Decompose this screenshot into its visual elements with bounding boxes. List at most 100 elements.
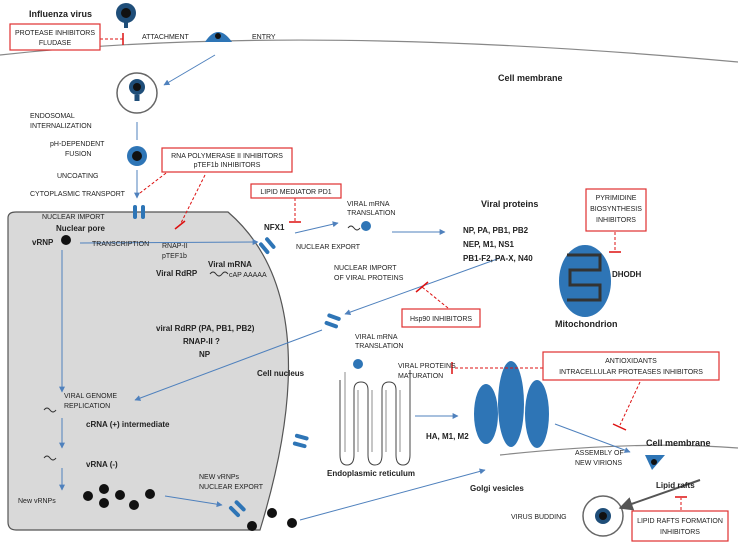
nuclear-pore-icon <box>133 205 145 219</box>
svg-text:VIRUS BUDDING: VIRUS BUDDING <box>511 514 567 521</box>
inhibitor-box-rna-polymerase: RNA POLYMERASE II INHIBITORS pTEF1b INHI… <box>161 147 293 173</box>
svg-text:TRANSLATION: TRANSLATION <box>355 343 404 350</box>
inhibitor-box-pyrimidine: PYRIMIDINE BIOSYNTHESIS INHIBITORS <box>585 188 647 232</box>
svg-text:Viral RdRP: Viral RdRP <box>156 269 198 278</box>
svg-text:Cell nucleus: Cell nucleus <box>257 369 305 378</box>
inhibitor-box-lipid-mediator: LIPID MEDIATOR PD1 <box>250 183 342 199</box>
svg-text:NEW vRNPs: NEW vRNPs <box>199 474 240 481</box>
svg-text:LIPID MEDIATOR PD1: LIPID MEDIATOR PD1 <box>260 189 331 196</box>
svg-text:Nuclear pore: Nuclear pore <box>56 224 105 233</box>
svg-text:OF VIRAL PROTEINS: OF VIRAL PROTEINS <box>334 275 404 282</box>
svg-text:HA, M1, M2: HA, M1, M2 <box>426 432 469 441</box>
svg-text:vRNA (-): vRNA (-) <box>86 460 118 469</box>
nuclear-pore-icon <box>292 433 309 449</box>
nuclear-pore-icon <box>324 313 341 329</box>
svg-text:NUCLEAR EXPORT: NUCLEAR EXPORT <box>199 484 264 491</box>
svg-text:INHIBITORS: INHIBITORS <box>596 217 636 224</box>
svg-text:FLUDASE: FLUDASE <box>39 40 72 47</box>
svg-text:Endoplasmic reticulum: Endoplasmic reticulum <box>327 469 415 478</box>
svg-text:LIPID RAFTS FORMATION: LIPID RAFTS FORMATION <box>637 518 723 525</box>
endoplasmic-reticulum <box>339 370 411 466</box>
budding-arrow <box>618 479 701 511</box>
svg-text:pTEF1b INHIBITORS: pTEF1b INHIBITORS <box>194 162 261 169</box>
svg-text:NUCLEAR IMPORT: NUCLEAR IMPORT <box>42 214 105 221</box>
svg-text:RNAP-II: RNAP-II <box>162 243 188 250</box>
svg-text:INTRACELLULAR PROTEASES INHIBI: INTRACELLULAR PROTEASES INHIBITORS <box>559 369 703 376</box>
svg-text:INHIBITORS: INHIBITORS <box>660 529 700 536</box>
svg-text:PYRIMIDINE: PYRIMIDINE <box>596 195 637 202</box>
svg-text:vRNP: vRNP <box>32 238 54 247</box>
crna-squiggle <box>43 407 57 413</box>
svg-text:Mitochondrion: Mitochondrion <box>555 319 618 329</box>
svg-text:viral RdRP (PA, PB1, PB2): viral RdRP (PA, PB1, PB2) <box>156 324 255 333</box>
svg-text:UNCOATING: UNCOATING <box>57 173 98 180</box>
svg-text:VIRAL mRNA: VIRAL mRNA <box>347 201 390 208</box>
inhibition-lines <box>100 33 687 510</box>
svg-text:Cell membrane: Cell membrane <box>498 73 563 83</box>
svg-text:New vRNPs: New vRNPs <box>18 498 56 505</box>
svg-text:NFX1: NFX1 <box>264 223 285 232</box>
svg-text:ENDOSOMAL: ENDOSOMAL <box>30 113 75 120</box>
influenza-virus-label: Influenza virus <box>29 9 92 19</box>
nuclear-pore-icon <box>258 237 276 255</box>
svg-text:NP, PA, PB1, PB2: NP, PA, PB1, PB2 <box>463 226 529 235</box>
influenza-virion-icon <box>116 3 136 28</box>
inhibitor-box-protease: PROTEASE INHIBITORS FLUDASE <box>9 23 101 51</box>
golgi-vesicle-3 <box>525 380 549 448</box>
golgi-vesicle-2 <box>498 361 524 447</box>
svg-text:ATTACHMENT: ATTACHMENT <box>142 34 190 41</box>
svg-text:CYTOPLASMIC TRANSPORT: CYTOPLASMIC TRANSPORT <box>30 191 126 198</box>
svg-text:cAP AAAAA: cAP AAAAA <box>229 272 267 279</box>
diagram-labels: Influenza virus ATTACHMENT ENTRY Cell me… <box>18 9 711 521</box>
svg-text:RNAP-II ?: RNAP-II ? <box>183 337 220 346</box>
svg-text:DHODH: DHODH <box>612 270 642 279</box>
svg-text:PB1-F2, PA-X, N40: PB1-F2, PA-X, N40 <box>463 254 533 263</box>
svg-text:PROTEASE INHIBITORS: PROTEASE INHIBITORS <box>15 30 95 37</box>
svg-text:Viral mRNA: Viral mRNA <box>208 260 252 269</box>
svg-text:VIRAL PROTEINS: VIRAL PROTEINS <box>398 363 456 370</box>
svg-text:RNA POLYMERASE II INHIBITORS: RNA POLYMERASE II INHIBITORS <box>171 153 283 160</box>
svg-text:NUCLEAR EXPORT: NUCLEAR EXPORT <box>296 244 361 251</box>
svg-text:Golgi vesicles: Golgi vesicles <box>470 484 524 493</box>
svg-text:MATURATION: MATURATION <box>398 373 443 380</box>
vrnp-icon <box>61 235 71 245</box>
svg-text:VIRAL GENOME: VIRAL GENOME <box>64 393 117 400</box>
svg-text:BIOSYNTHESIS: BIOSYNTHESIS <box>590 206 642 213</box>
svg-text:FUSION: FUSION <box>65 151 91 158</box>
svg-text:NP: NP <box>199 350 211 359</box>
vrna-squiggle <box>43 455 57 461</box>
svg-text:REPLICATION: REPLICATION <box>64 403 110 410</box>
cell-nucleus <box>7 211 290 531</box>
svg-text:pH-DEPENDENT: pH-DEPENDENT <box>50 141 105 148</box>
svg-text:TRANSCRIPTION: TRANSCRIPTION <box>92 241 149 248</box>
golgi-vesicle-1 <box>474 384 498 444</box>
svg-text:ENTRY: ENTRY <box>252 34 276 41</box>
inhibitor-box-hsp90: Hsp90 INHIBITORS <box>401 308 481 328</box>
svg-text:VIRAL mRNA: VIRAL mRNA <box>355 334 398 341</box>
cell-membrane-bottom <box>499 444 738 456</box>
svg-text:INTERNALIZATION: INTERNALIZATION <box>30 123 92 130</box>
cell-membrane-top <box>0 39 738 63</box>
svg-text:Hsp90 INHIBITORS: Hsp90 INHIBITORS <box>410 316 472 323</box>
svg-text:ANTIOXIDANTS: ANTIOXIDANTS <box>605 358 657 365</box>
ribosome-icon <box>353 359 363 369</box>
svg-text:Cell membrane: Cell membrane <box>646 438 711 448</box>
svg-text:ASSEMBLY OF: ASSEMBLY OF <box>575 450 624 457</box>
inhibitor-box-antioxidants: ANTIOXIDANTS INTRACELLULAR PROTEASES INH… <box>542 351 720 381</box>
mrna-squiggle <box>209 271 229 277</box>
inhibitor-box-lipid-rafts: LIPID RAFTS FORMATION INHIBITORS <box>631 510 729 542</box>
svg-text:NUCLEAR IMPORT: NUCLEAR IMPORT <box>334 265 397 272</box>
svg-text:cRNA (+) intermediate: cRNA (+) intermediate <box>86 420 170 429</box>
svg-text:pTEF1b: pTEF1b <box>162 253 187 260</box>
nuclear-pore-icon <box>228 500 246 518</box>
process-arrows <box>59 54 631 521</box>
svg-text:TRANSLATION: TRANSLATION <box>347 210 396 217</box>
svg-text:Lipid rafts: Lipid rafts <box>656 481 695 490</box>
ribosome-icon <box>361 221 371 231</box>
svg-text:NEW VIRIONS: NEW VIRIONS <box>575 460 622 467</box>
svg-text:NEP, M1, NS1: NEP, M1, NS1 <box>463 240 515 249</box>
new-vrnps-cluster-icon <box>83 484 297 531</box>
svg-text:Viral proteins: Viral proteins <box>481 199 538 209</box>
